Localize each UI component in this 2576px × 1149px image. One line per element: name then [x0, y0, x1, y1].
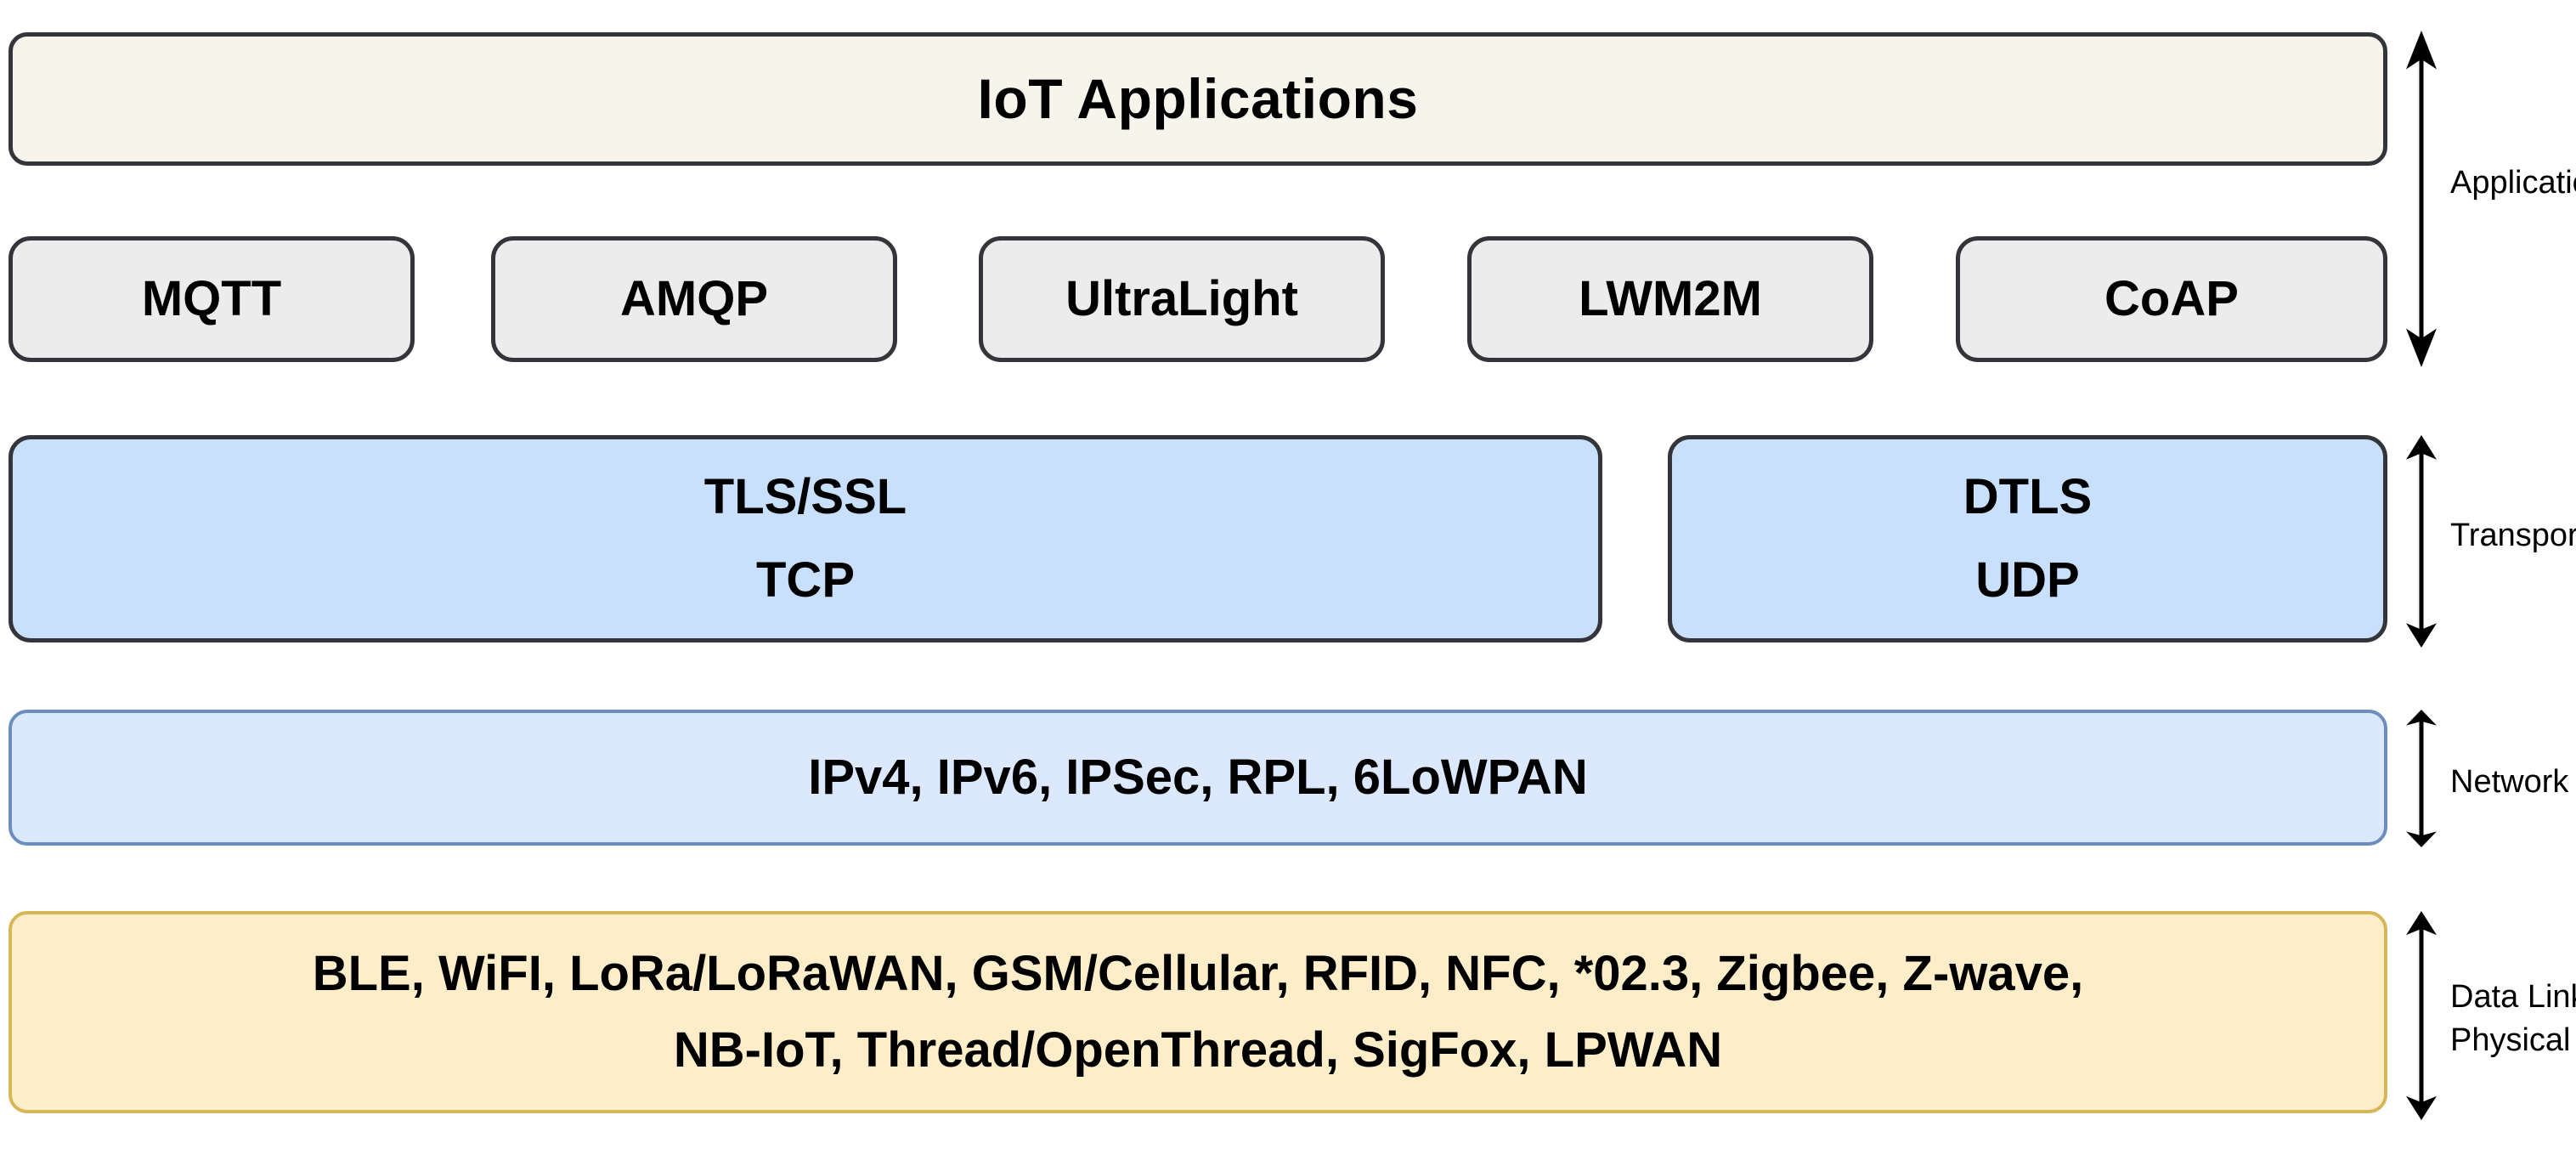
transport-label-dtls: DTLS [1963, 468, 2093, 524]
iot-applications-label: IoT Applications [977, 66, 1419, 130]
protocol-label-lwm2m: LWM2M [1579, 270, 1762, 326]
double-arrow-data-link-icon [2402, 911, 2441, 1120]
transport-label-udp: UDP [1975, 552, 2080, 608]
side-label-transport: Transport [2450, 518, 2576, 553]
transport-label-tls-ssl: TLS/SSL [703, 468, 907, 524]
data-link-label-line1: BLE, WiFI, LoRa/LoRaWAN, GSM/Cellular, R… [312, 945, 2084, 1001]
data-link-label-line2: NB-IoT, Thread/OpenThread, SigFox, LPWAN [673, 1022, 1723, 1078]
protocol-box-lwm2m: LWM2M [1467, 236, 1873, 362]
side-label-application: Application [2450, 165, 2576, 201]
protocol-label-mqtt: MQTT [141, 270, 282, 326]
protocol-box-coap: CoAP [1956, 236, 2387, 362]
protocol-label-ultralight: UltraLight [1065, 270, 1298, 326]
iot-applications-box: IoT Applications [8, 32, 2387, 166]
side-label-data-link: Data Link [2450, 979, 2576, 1015]
network-layer-label: IPv4, IPv6, IPSec, RPL, 6LoWPAN [808, 749, 1588, 805]
double-arrow-application-icon [2402, 31, 2441, 367]
data-link-physical-box: BLE, WiFI, LoRa/LoRaWAN, GSM/Cellular, R… [8, 911, 2387, 1113]
transport-box-tcp: TLS/SSL TCP [8, 435, 1602, 642]
side-label-data-link-physical: Data Link Physical [2450, 976, 2576, 1063]
side-label-physical: Physical [2450, 1022, 2571, 1059]
double-arrow-transport-icon [2402, 435, 2441, 648]
transport-box-udp: DTLS UDP [1668, 435, 2387, 642]
protocol-box-ultralight: UltraLight [979, 236, 1385, 362]
network-layer-box: IPv4, IPv6, IPSec, RPL, 6LoWPAN [8, 710, 2387, 846]
protocol-box-mqtt: MQTT [8, 236, 415, 362]
transport-label-tcp: TCP [756, 552, 855, 608]
double-arrow-network-icon [2402, 710, 2441, 847]
side-label-network: Network [2450, 764, 2569, 800]
protocol-box-amqp: AMQP [491, 236, 897, 362]
protocol-label-coap: CoAP [2104, 270, 2239, 326]
protocol-label-amqp: AMQP [620, 270, 768, 326]
